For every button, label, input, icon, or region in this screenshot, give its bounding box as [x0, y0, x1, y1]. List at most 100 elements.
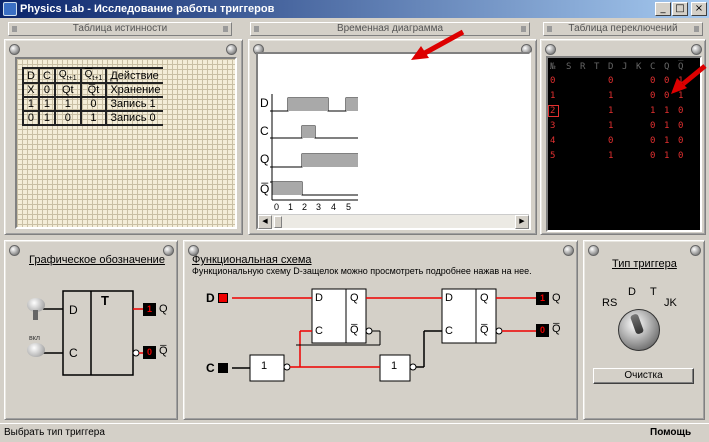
- table-row[interactable]: 1 1 0 0 1: [550, 91, 684, 101]
- th-qn: Qt+1: [79, 67, 108, 84]
- graphic-symbol-title: Графическое обозначение: [29, 254, 165, 266]
- th-d: D: [22, 67, 40, 84]
- table-row: 0 1 0 1 Запись 0: [22, 110, 164, 126]
- timing-label-qn: Q̅: [260, 182, 270, 196]
- red-arrow-icon: [671, 64, 707, 94]
- table-row[interactable]: 5 1 0 1 0: [550, 151, 684, 161]
- truth-table-header: D C Qt+1 Qt+1 Действие: [22, 67, 164, 84]
- not-gate-2-label: 1: [391, 360, 398, 372]
- table-row[interactable]: 3 1 0 1 0: [550, 121, 684, 131]
- type-selector-knob-icon[interactable]: [618, 309, 660, 351]
- clear-button[interactable]: Очистка: [593, 368, 694, 384]
- timing-label-d: D: [260, 96, 269, 110]
- timing-caption[interactable]: Временная диаграмма: [250, 22, 530, 36]
- symbol-out-qn: Q̅: [159, 345, 168, 357]
- trigger-type-panel: Тип триггера RS D T JK Очистка: [583, 240, 705, 420]
- symbol-out-q: Q: [159, 303, 168, 315]
- help-button[interactable]: Помощь: [650, 427, 692, 438]
- truth-table-paper: D C Qt+1 Qt+1 Действие X 0 Qt Q̅t Хранен…: [15, 57, 237, 229]
- latch1-d: D: [315, 292, 323, 304]
- latch1-qn: Q̅: [350, 324, 359, 336]
- title-bar: Physics Lab - Исследование работы тригге…: [0, 0, 709, 18]
- func-input-d: D: [206, 291, 215, 305]
- screw-icon: [690, 245, 701, 256]
- window-title: Physics Lab - Исследование работы тригге…: [20, 3, 275, 15]
- truth-table-panel: D C Qt+1 Qt+1 Действие X 0 Qt Q̅t Хранен…: [4, 39, 243, 235]
- screw-icon: [9, 44, 20, 55]
- screw-icon: [563, 245, 574, 256]
- truth-table: D C Qt+1 Qt+1 Действие X 0 Qt Q̅t Хранен…: [22, 67, 164, 126]
- app-icon: [3, 2, 17, 16]
- functional-title: Функциональная схема: [192, 254, 312, 266]
- func-d-indicator[interactable]: [218, 293, 228, 303]
- scroll-left-icon[interactable]: ◀: [258, 215, 272, 229]
- screw-icon: [163, 245, 174, 256]
- screw-icon: [691, 44, 702, 55]
- scroll-right-icon[interactable]: ▶: [515, 215, 529, 229]
- graphic-symbol-panel: Графическое обозначение D C T вкл 1 Q 0 …: [4, 240, 178, 420]
- symbol-box-label: T: [101, 293, 109, 308]
- type-option-t[interactable]: T: [650, 286, 657, 298]
- status-bar: Выбрать тип триггера Помощь: [0, 423, 709, 442]
- timing-scrollbar[interactable]: ◀ ▶: [258, 214, 529, 229]
- th-action: Действие: [105, 67, 164, 84]
- functional-panel[interactable]: Функциональная схема Функциональную схем…: [183, 240, 578, 420]
- func-out-q-indicator: 1: [536, 292, 549, 305]
- table-row[interactable]: 2 1 1 1 0: [548, 105, 684, 117]
- type-option-jk[interactable]: JK: [664, 297, 677, 309]
- latch1-q: Q: [350, 292, 359, 304]
- selected-row-marker: [548, 105, 559, 117]
- latch2-d: D: [445, 292, 453, 304]
- c-switch[interactable]: [27, 343, 45, 357]
- latch1-c: C: [315, 325, 323, 337]
- switch-table: № S R T D J K C Q Q̅ 0 0 0 0 1 1 1 0 0 1…: [546, 56, 702, 232]
- screw-icon: [226, 44, 237, 55]
- func-out-qn: Q̅: [552, 323, 561, 335]
- th-q: Qt+1: [53, 67, 82, 84]
- type-option-rs[interactable]: RS: [602, 297, 618, 309]
- latch2-q: Q: [480, 292, 489, 304]
- table-row: 1 1 1 0 Запись 1: [22, 96, 164, 112]
- latch2-c: C: [445, 325, 453, 337]
- output-q-indicator: 1: [143, 303, 156, 316]
- switch-table-panel: № S R T D J K C Q Q̅ 0 0 0 0 1 1 1 0 0 1…: [540, 39, 707, 235]
- table-row[interactable]: 4 0 0 1 0: [550, 136, 684, 146]
- func-out-q: Q: [552, 292, 561, 304]
- timing-label-q: Q: [260, 152, 270, 166]
- switch-table-caption[interactable]: Таблица переключений: [543, 22, 703, 36]
- status-text: Выбрать тип триггера: [4, 427, 105, 438]
- screw-icon: [9, 245, 20, 256]
- timing-label-c: C: [260, 124, 269, 138]
- d-switch[interactable]: [27, 298, 45, 312]
- table-row: X 0 Qt Q̅t Хранение: [22, 82, 164, 98]
- type-option-d[interactable]: D: [628, 286, 636, 298]
- output-qn-indicator: 0: [143, 346, 156, 359]
- func-out-qn-indicator: 0: [536, 324, 549, 337]
- screw-icon: [588, 245, 599, 256]
- minimize-button[interactable]: _: [655, 2, 671, 16]
- latch2-qn: Q̅: [480, 324, 489, 336]
- switch-label: вкл: [29, 335, 40, 342]
- screw-icon: [188, 245, 199, 256]
- red-arrow-icon: [411, 29, 465, 60]
- symbol-input-c: C: [69, 346, 78, 360]
- timing-panel: D C Q Q̅ 0 1 2 3 4 5 ◀ ▶: [248, 29, 537, 235]
- screw-icon: [545, 44, 556, 55]
- trigger-type-title: Тип триггера: [612, 258, 677, 270]
- th-c: C: [37, 67, 56, 84]
- timing-diagram: [270, 94, 358, 201]
- maximize-button[interactable]: □: [672, 2, 688, 16]
- symbol-input-d: D: [69, 303, 78, 317]
- d-switch-stem: [33, 310, 38, 320]
- func-input-c: C: [206, 361, 215, 375]
- truth-table-caption[interactable]: Таблица истинности: [8, 22, 232, 36]
- functional-description: Функциональную схему D-защелок можно про…: [192, 266, 532, 276]
- functional-diagram: [232, 288, 536, 382]
- table-row[interactable]: 0 0 0 0 1: [550, 76, 684, 86]
- scroll-thumb[interactable]: [274, 216, 282, 228]
- close-button[interactable]: ×: [691, 2, 707, 16]
- knob-pointer-icon: [629, 313, 645, 335]
- not-gate-1-label: 1: [261, 360, 268, 372]
- func-c-indicator[interactable]: [218, 363, 228, 373]
- timing-canvas: D C Q Q̅ 0 1 2 3 4 5 ◀ ▶: [256, 52, 531, 230]
